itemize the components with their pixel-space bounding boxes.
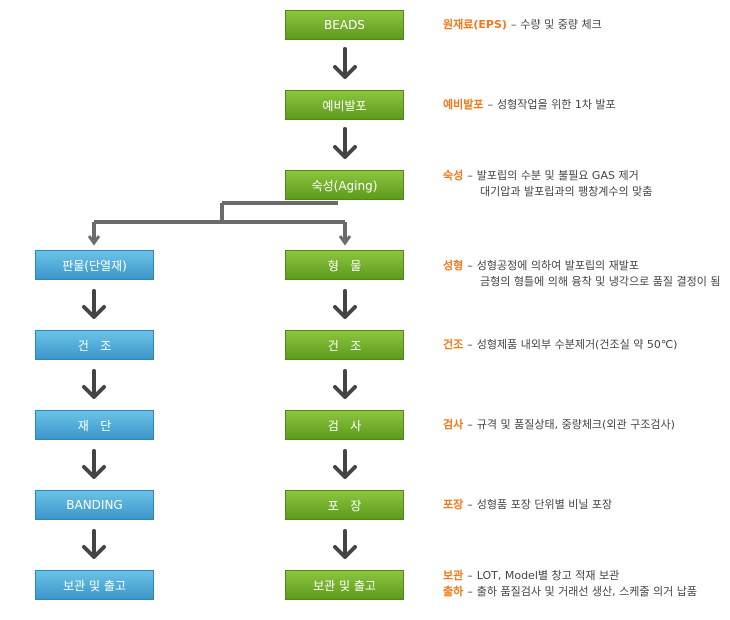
desc-pre-foaming: 예비발포–성형작업을 위한 1차 발포 xyxy=(443,98,616,111)
arrow-center-7 xyxy=(333,529,357,559)
step-storage-shipping: 보관 및 출고 xyxy=(285,570,404,600)
branch-connector xyxy=(87,201,352,246)
step-molding: 형 물 xyxy=(285,250,404,280)
desc-raw-material: 원재료(EPS)–수량 및 중량 체크 xyxy=(443,18,602,31)
step-inspection: 검 사 xyxy=(285,410,404,440)
desc-aging: 숙성–발포립의 수분 및 불필요 GAS 제거 대기압과 발포립과의 팽창계수의… xyxy=(443,169,653,198)
arrow-left-1 xyxy=(82,289,106,319)
arrow-left-3 xyxy=(82,449,106,479)
arrow-center-2 xyxy=(333,127,357,159)
desc-packing: 포장–성형품 포장 단위별 비닐 포장 xyxy=(443,498,613,511)
step-packing: 포 장 xyxy=(285,490,404,520)
step-banding: BANDING xyxy=(35,490,154,520)
step-cutting: 재 단 xyxy=(35,410,154,440)
step-left-drying: 건 조 xyxy=(35,330,154,360)
arrow-left-4 xyxy=(82,529,106,559)
arrow-center-1 xyxy=(333,47,357,79)
arrow-center-5 xyxy=(333,369,357,399)
step-left-storage-shipping: 보관 및 출고 xyxy=(35,570,154,600)
desc-shipping: 출하–출하 품질검사 및 거래선 생산, 스케줄 의거 납품 xyxy=(443,585,698,598)
arrow-center-6 xyxy=(333,449,357,479)
desc-storage: 보관–LOT, Model별 창고 적재 보관 xyxy=(443,569,620,582)
arrow-center-4 xyxy=(333,289,357,319)
arrow-left-2 xyxy=(82,369,106,399)
step-beads: BEADS xyxy=(285,10,404,40)
step-aging: 숙성(Aging) xyxy=(285,170,404,200)
desc-drying: 건조–성형제품 내외부 수분제거(건조실 약 50℃) xyxy=(443,338,678,351)
desc-inspection: 검사–규격 및 품질상태, 중량체크(외관 구조검사) xyxy=(443,418,675,431)
desc-molding: 성형–성형공정에 의하여 발포립의 재발포 금형의 형틀에 의해 융착 및 냉각… xyxy=(443,259,721,288)
step-drying: 건 조 xyxy=(285,330,404,360)
step-panel-insulation: 판물(단열재) xyxy=(35,250,154,280)
step-pre-foaming: 예비발포 xyxy=(285,90,404,120)
